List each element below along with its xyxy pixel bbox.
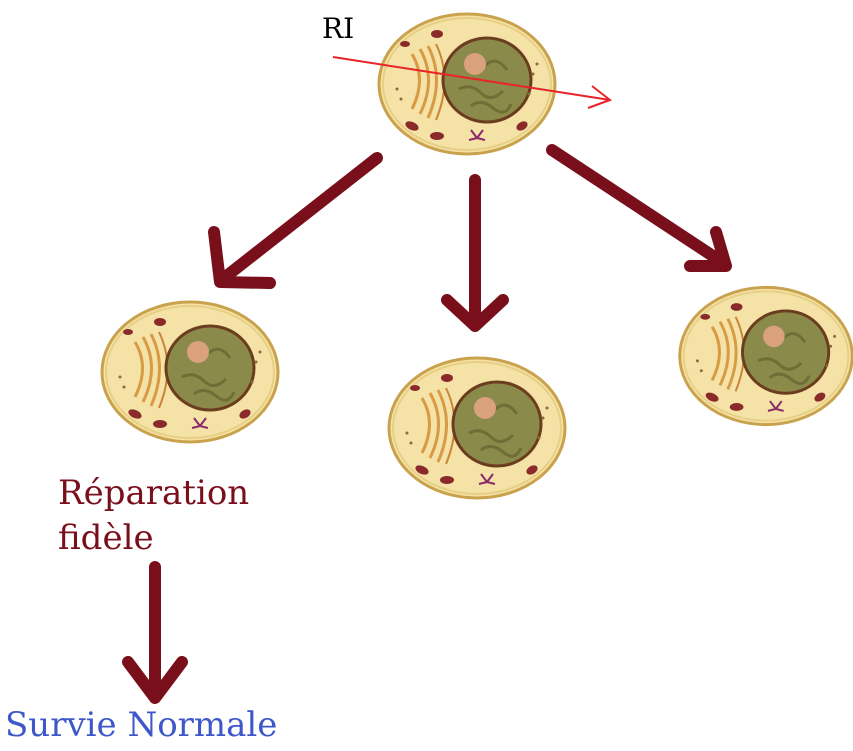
cell-right (680, 287, 852, 424)
arrow-to-right-cell (552, 150, 726, 266)
cell-faithful-repair (102, 302, 278, 442)
normal-survival-label: Survie Normale (5, 705, 277, 745)
arrow-to-left-cell (214, 158, 377, 283)
faithful-repair-label-line2: fidèle (58, 518, 154, 558)
parent-cell (379, 14, 555, 154)
radiation-label: RI (322, 12, 354, 45)
arrow-to-survival (128, 567, 182, 698)
arrow-to-middle-cell (447, 180, 503, 326)
cell-middle (389, 358, 565, 498)
faithful-repair-label-line1: Réparation (58, 473, 249, 513)
